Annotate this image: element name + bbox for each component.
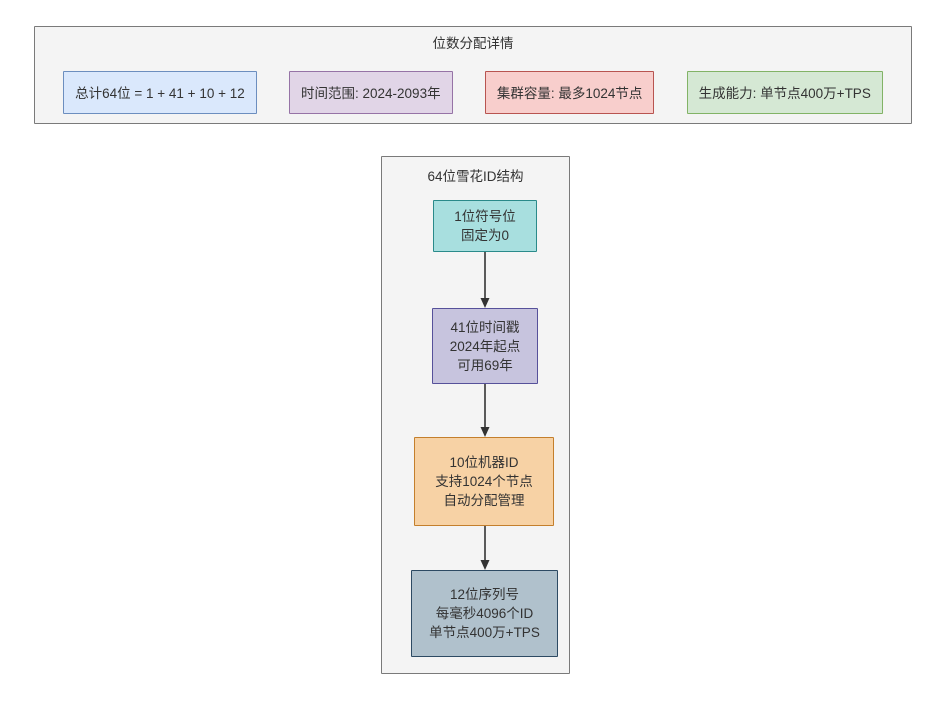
node-timestamp-bits-line-2: 可用69年 (457, 357, 513, 373)
node-timestamp-bits-line-0: 41位时间戳 (450, 319, 520, 335)
node-machine-id-bits-line-2: 自动分配管理 (443, 493, 525, 508)
chip-time-range: 时间范围: 2024-2093年 (289, 70, 453, 114)
chip-cluster-capacity: 集群容量: 最多1024节点 (484, 70, 655, 114)
node-machine-id-bits-line-0: 10位机器ID (449, 455, 519, 470)
node-sign-bit-line-1: 固定为0 (460, 228, 509, 243)
subgraph-title: 64位雪花ID结构 (427, 169, 524, 184)
node-sequence-bits-line-1: 每毫秒4096个ID (435, 606, 534, 621)
node-timestamp-bits-line-1: 2024年起点 (449, 338, 521, 354)
chip-generation-capacity: 生成能力: 单节点400万+TPS (686, 70, 883, 114)
node-sign-bit: 1位符号位 固定为0 (433, 200, 537, 252)
node-machine-id-bits: 10位机器ID 支持1024个节点 自动分配管理 (414, 437, 554, 526)
bit-allocation-summary-panel: 位数分配详情 总计64位 = 1 + 41 + 10 + 12 时间范围: 20… (34, 26, 912, 124)
node-sequence-bits-line-2: 单节点400万+TPS (429, 625, 540, 640)
node-sequence-bits-line-0: 12位序列号 (449, 587, 520, 602)
node-machine-id-bits-line-1: 支持1024个节点 (435, 474, 533, 489)
summary-panel-title: 位数分配详情 (432, 36, 514, 51)
node-sign-bit-line-0: 1位符号位 (454, 209, 516, 224)
node-timestamp-bits: 41位时间戳 2024年起点 可用69年 (432, 308, 538, 384)
summary-chip-row: 总计64位 = 1 + 41 + 10 + 12 时间范围: 2024-2093… (35, 59, 911, 125)
chip-total-bits: 总计64位 = 1 + 41 + 10 + 12 (63, 70, 257, 114)
node-sequence-bits: 12位序列号 每毫秒4096个ID 单节点400万+TPS (411, 570, 558, 657)
